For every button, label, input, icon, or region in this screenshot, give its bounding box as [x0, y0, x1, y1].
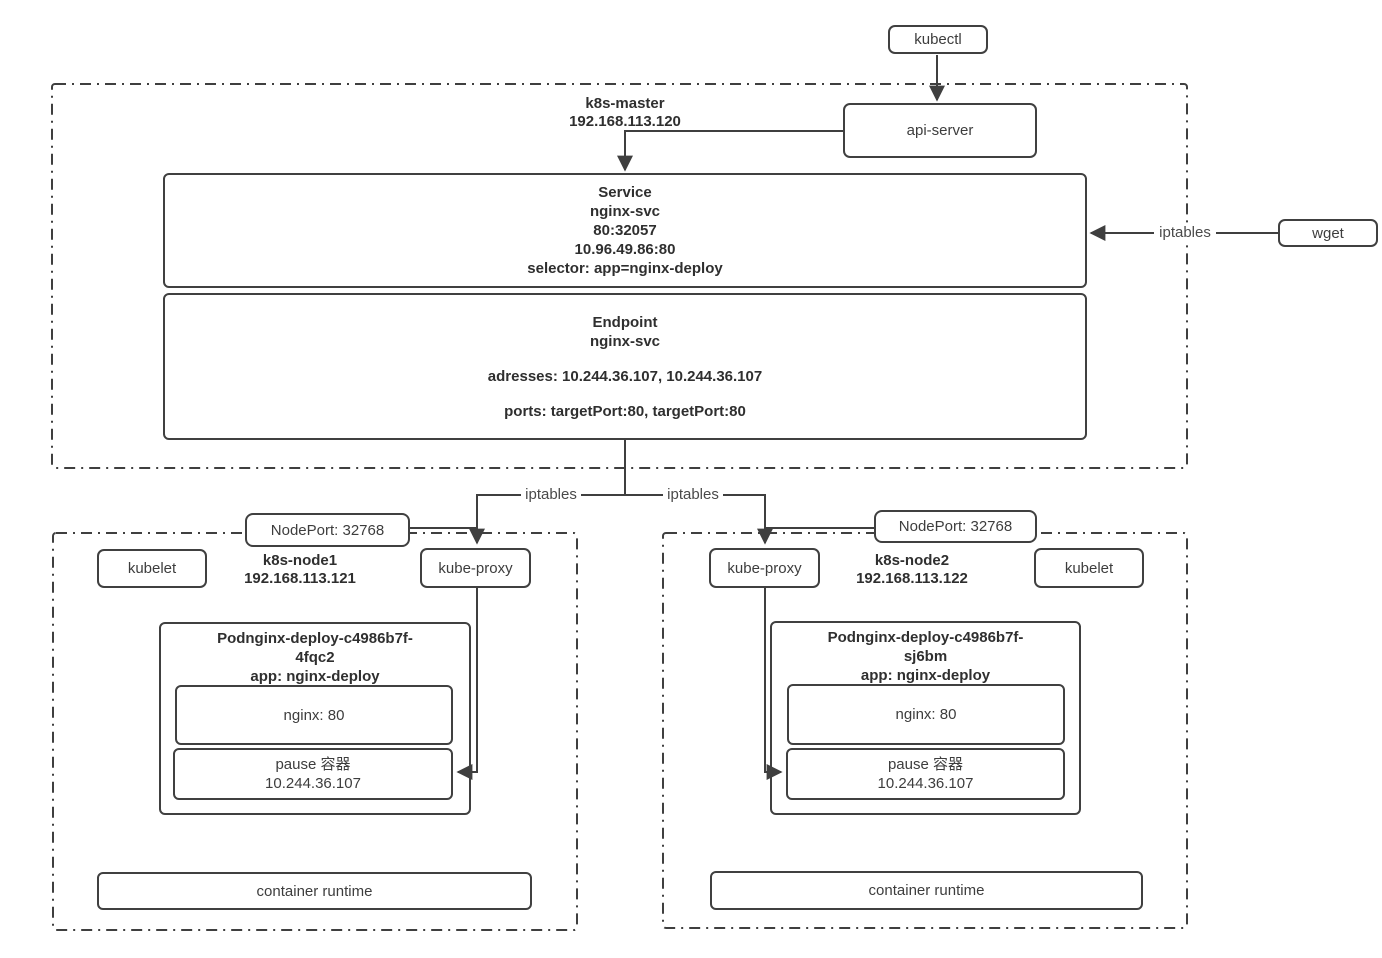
- node1-container-runtime-text: container runtime: [256, 882, 373, 900]
- node1-pod-title-line1: Podnginx-deploy-c4986b7f-: [217, 630, 413, 647]
- service-port-mapping: 80:32057: [593, 222, 657, 239]
- arrow-apiserver-to-service: [617, 130, 843, 172]
- service-node: Service nginx-svc 80:32057 10.96.49.86:8…: [163, 173, 1087, 288]
- node1-nginx-container: nginx: 80: [175, 685, 453, 745]
- nodeport2-node: NodePort: 32768: [874, 510, 1037, 543]
- node2-pod-title: Podnginx-deploy-c4986b7f- sj6bm app: ngi…: [772, 628, 1079, 685]
- node1-label: k8s-node1 192.168.113.121: [220, 552, 380, 588]
- node2-pause-container: pause 容器 10.244.36.107: [786, 748, 1065, 800]
- node2-pod-title-line2: sj6bm: [903, 648, 948, 665]
- node2-ip: 192.168.113.122: [856, 570, 968, 587]
- api-server-text: api-server: [906, 122, 974, 139]
- node2-container-runtime-text: container runtime: [868, 882, 985, 899]
- node2-nginx-container: nginx: 80: [787, 684, 1065, 745]
- endpoint-node: Endpoint nginx-svc adresses: 10.244.36.1…: [163, 293, 1087, 440]
- nodeport1-node: NodePort: 32768: [245, 513, 410, 547]
- service-cluster-ip: 10.96.49.86:80: [574, 241, 676, 258]
- node2-kubelet-node: kubelet: [1034, 548, 1144, 588]
- service-selector: selector: app=nginx-deploy: [527, 260, 723, 277]
- kubectl-node: kubectl: [888, 25, 988, 54]
- node1-container-runtime: container runtime: [97, 872, 532, 910]
- node1-kube-proxy-text: kube-proxy: [438, 559, 513, 577]
- node2-label: k8s-node2 192.168.113.122: [832, 552, 992, 588]
- node2-pod-title-line1: Podnginx-deploy-c4986b7f-: [827, 629, 1024, 646]
- node2-kube-proxy-text: kube-proxy: [727, 559, 802, 577]
- api-server-node: api-server: [843, 103, 1037, 158]
- kubectl-text: kubectl: [914, 31, 962, 48]
- nodeport2-text: NodePort: 32768: [898, 518, 1013, 535]
- node2-pause-ip: 10.244.36.107: [877, 775, 974, 792]
- master-name: k8s-master: [585, 95, 665, 112]
- node1-pod: Podnginx-deploy-c4986b7f- 4fqc2 app: ngi…: [159, 622, 471, 815]
- node2-pod-title-line3: app: nginx-deploy: [860, 667, 991, 684]
- iptables-label-node2: iptables: [663, 486, 723, 504]
- endpoint-name: nginx-svc: [589, 332, 661, 350]
- wget-text: wget: [1312, 224, 1344, 242]
- node1-pod-title-line3: app: nginx-deploy: [250, 668, 380, 685]
- service-title: Service: [598, 184, 652, 201]
- node2-nginx-text: nginx: 80: [895, 706, 957, 723]
- node1-kube-proxy-node: kube-proxy: [420, 548, 531, 588]
- master-label: k8s-master 192.168.113.120: [535, 95, 715, 131]
- node2-name: k8s-node2: [874, 552, 950, 569]
- node1-name: k8s-node1: [262, 552, 338, 569]
- node1-pause-ip: 10.244.36.107: [265, 775, 361, 792]
- endpoint-ports: ports: targetPort:80, targetPort:80: [504, 402, 746, 420]
- node2-pause-name: pause 容器: [887, 756, 964, 773]
- node2-container-runtime: container runtime: [710, 871, 1143, 910]
- node1-nginx-text: nginx: 80: [283, 706, 345, 724]
- node1-ip: 192.168.113.121: [244, 570, 356, 587]
- node1-pause-container: pause 容器 10.244.36.107: [173, 748, 453, 800]
- node2-kubelet-text: kubelet: [1064, 559, 1114, 577]
- iptables-label-wget: iptables: [1154, 224, 1216, 242]
- node1-pause-name: pause 容器: [275, 756, 351, 773]
- wget-node: wget: [1278, 219, 1378, 247]
- service-name: nginx-svc: [589, 203, 661, 220]
- iptables-label-node1: iptables: [521, 486, 581, 504]
- endpoint-title: Endpoint: [592, 313, 658, 331]
- node1-pod-title-line2: 4fqc2: [295, 649, 335, 666]
- node2-pod: Podnginx-deploy-c4986b7f- sj6bm app: ngi…: [770, 621, 1081, 815]
- nodeport1-text: NodePort: 32768: [270, 521, 385, 539]
- endpoint-addresses: adresses: 10.244.36.107, 10.244.36.107: [487, 367, 763, 385]
- master-ip: 192.168.113.120: [569, 113, 681, 130]
- node2-kube-proxy-node: kube-proxy: [709, 548, 820, 588]
- node1-kubelet-text: kubelet: [127, 560, 177, 577]
- node1-pod-title: Podnginx-deploy-c4986b7f- 4fqc2 app: ngi…: [161, 629, 469, 686]
- node1-kubelet-node: kubelet: [97, 549, 207, 588]
